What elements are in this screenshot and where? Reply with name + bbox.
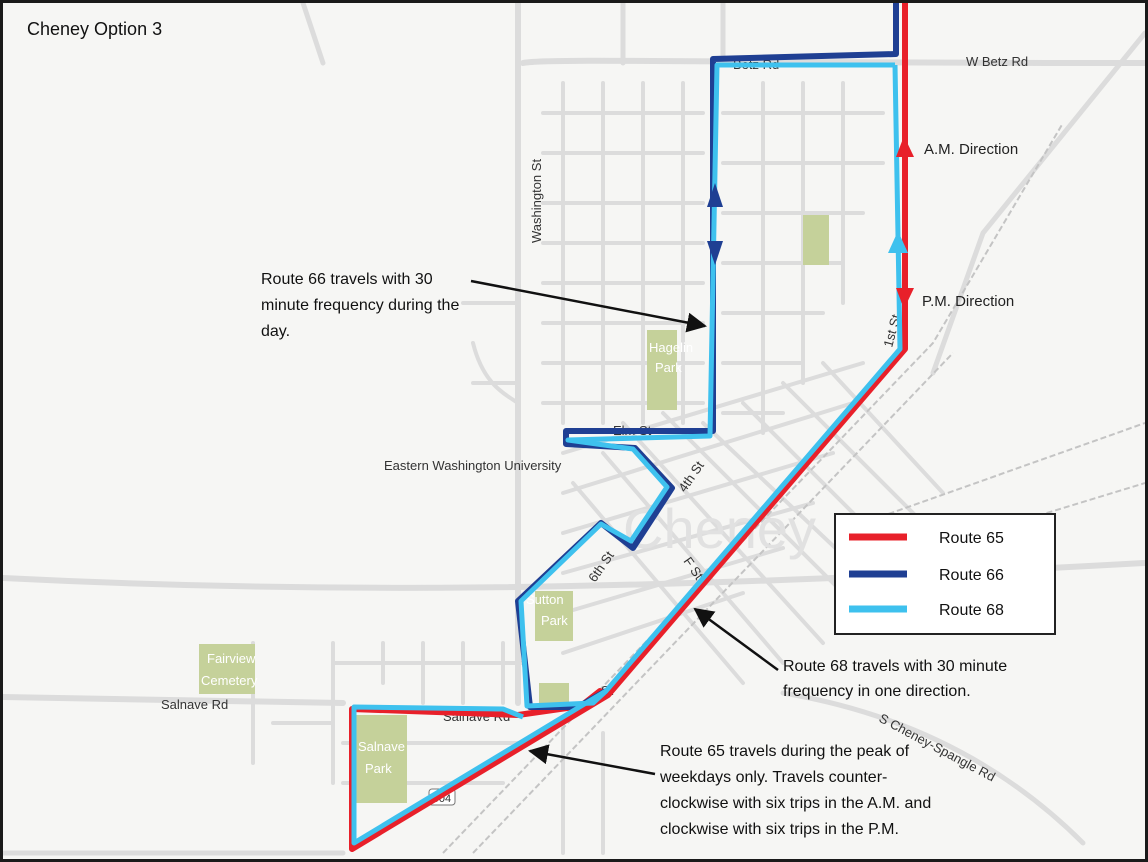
callout-arrows xyxy=(470,279,779,776)
route-65-callout: Route 65 travels during the peak of week… xyxy=(659,743,931,838)
route-68-callout-line2: frequency in one direction. xyxy=(783,683,971,700)
route-65-pm-arrow xyxy=(896,288,914,309)
street-label-washington: Washington St xyxy=(529,159,544,243)
route-68-callout-line1: Route 68 travels with 30 minute xyxy=(783,658,1007,675)
pm-direction-label: P.M. Direction xyxy=(922,293,1014,310)
street-label-w-betz: W Betz Rd xyxy=(966,54,1028,69)
route-68-southwest-loop[interactable] xyxy=(351,688,608,846)
north-park-area xyxy=(803,215,829,265)
hagelin-label-line2: Park xyxy=(655,360,682,375)
salnave-park-label-line1: Salnave xyxy=(358,739,405,754)
legend-label-route-68: Route 68 xyxy=(939,602,1004,619)
place-label-ewu: Eastern Washington University xyxy=(384,458,562,473)
route-direction-arrows xyxy=(707,136,914,309)
route-66-callout-line2: minute frequency during the xyxy=(261,297,459,314)
route-66-callout-line3: day. xyxy=(261,323,290,340)
legend-label-route-66: Route 66 xyxy=(939,567,1004,584)
sutton-park-area xyxy=(535,591,573,641)
hagelin-label-line1: Hagelin xyxy=(649,340,693,355)
route-65-callout-line4: clockwise with six trips in the P.M. xyxy=(660,821,899,838)
sutton-label-line2: Park xyxy=(541,613,568,628)
hagelin-park-area xyxy=(647,330,677,410)
route-66-callout-arrow xyxy=(470,279,707,333)
legend-label-route-65: Route 65 xyxy=(939,530,1004,547)
route-65-callout-line3: clockwise with six trips in the A.M. and xyxy=(660,795,931,812)
fairview-label-line2: Cemetery xyxy=(201,673,258,688)
fairview-label-line1: Fairview xyxy=(207,651,256,666)
route-66-down-arrow xyxy=(707,241,723,265)
route-65-callout-arrow xyxy=(528,744,656,776)
parks xyxy=(199,215,829,803)
route-65-callout-line1: Route 65 travels during the peak of xyxy=(660,743,910,760)
route-68-up-arrow xyxy=(888,231,908,253)
route-68-callout-arrow xyxy=(693,607,779,672)
route-66-callout-line1: Route 66 travels with 30 xyxy=(261,271,433,288)
salnave-park-label-line2: Park xyxy=(365,761,392,776)
route-65-am-arrow xyxy=(896,136,914,157)
street-label-4th: 4th St xyxy=(675,458,707,495)
route-66-up-arrow xyxy=(707,183,723,207)
salnave-park-area xyxy=(355,715,407,803)
street-label-salnave: Salnave Rd xyxy=(161,697,228,712)
route-65-callout-line2: weekdays only. Travels counter- xyxy=(659,769,887,786)
route-68-callout: Route 68 travels with 30 minute frequenc… xyxy=(783,658,1007,700)
map-canvas[interactable]: Cheney W Betz Rd Betz Rd Washington St 1… xyxy=(3,3,1145,859)
route-66-callout: Route 66 travels with 30 minute frequenc… xyxy=(261,271,459,340)
fairview-cemetery-area xyxy=(199,644,255,694)
legend: Route 65 Route 66 Route 68 xyxy=(834,513,1056,635)
am-direction-label: A.M. Direction xyxy=(924,141,1018,158)
park-labels: Fairview Cemetery Salnave Park Hagelin P… xyxy=(201,340,693,776)
sutton-label-line1: Sutton xyxy=(526,592,564,607)
map-title: Cheney Option 3 xyxy=(27,19,162,39)
